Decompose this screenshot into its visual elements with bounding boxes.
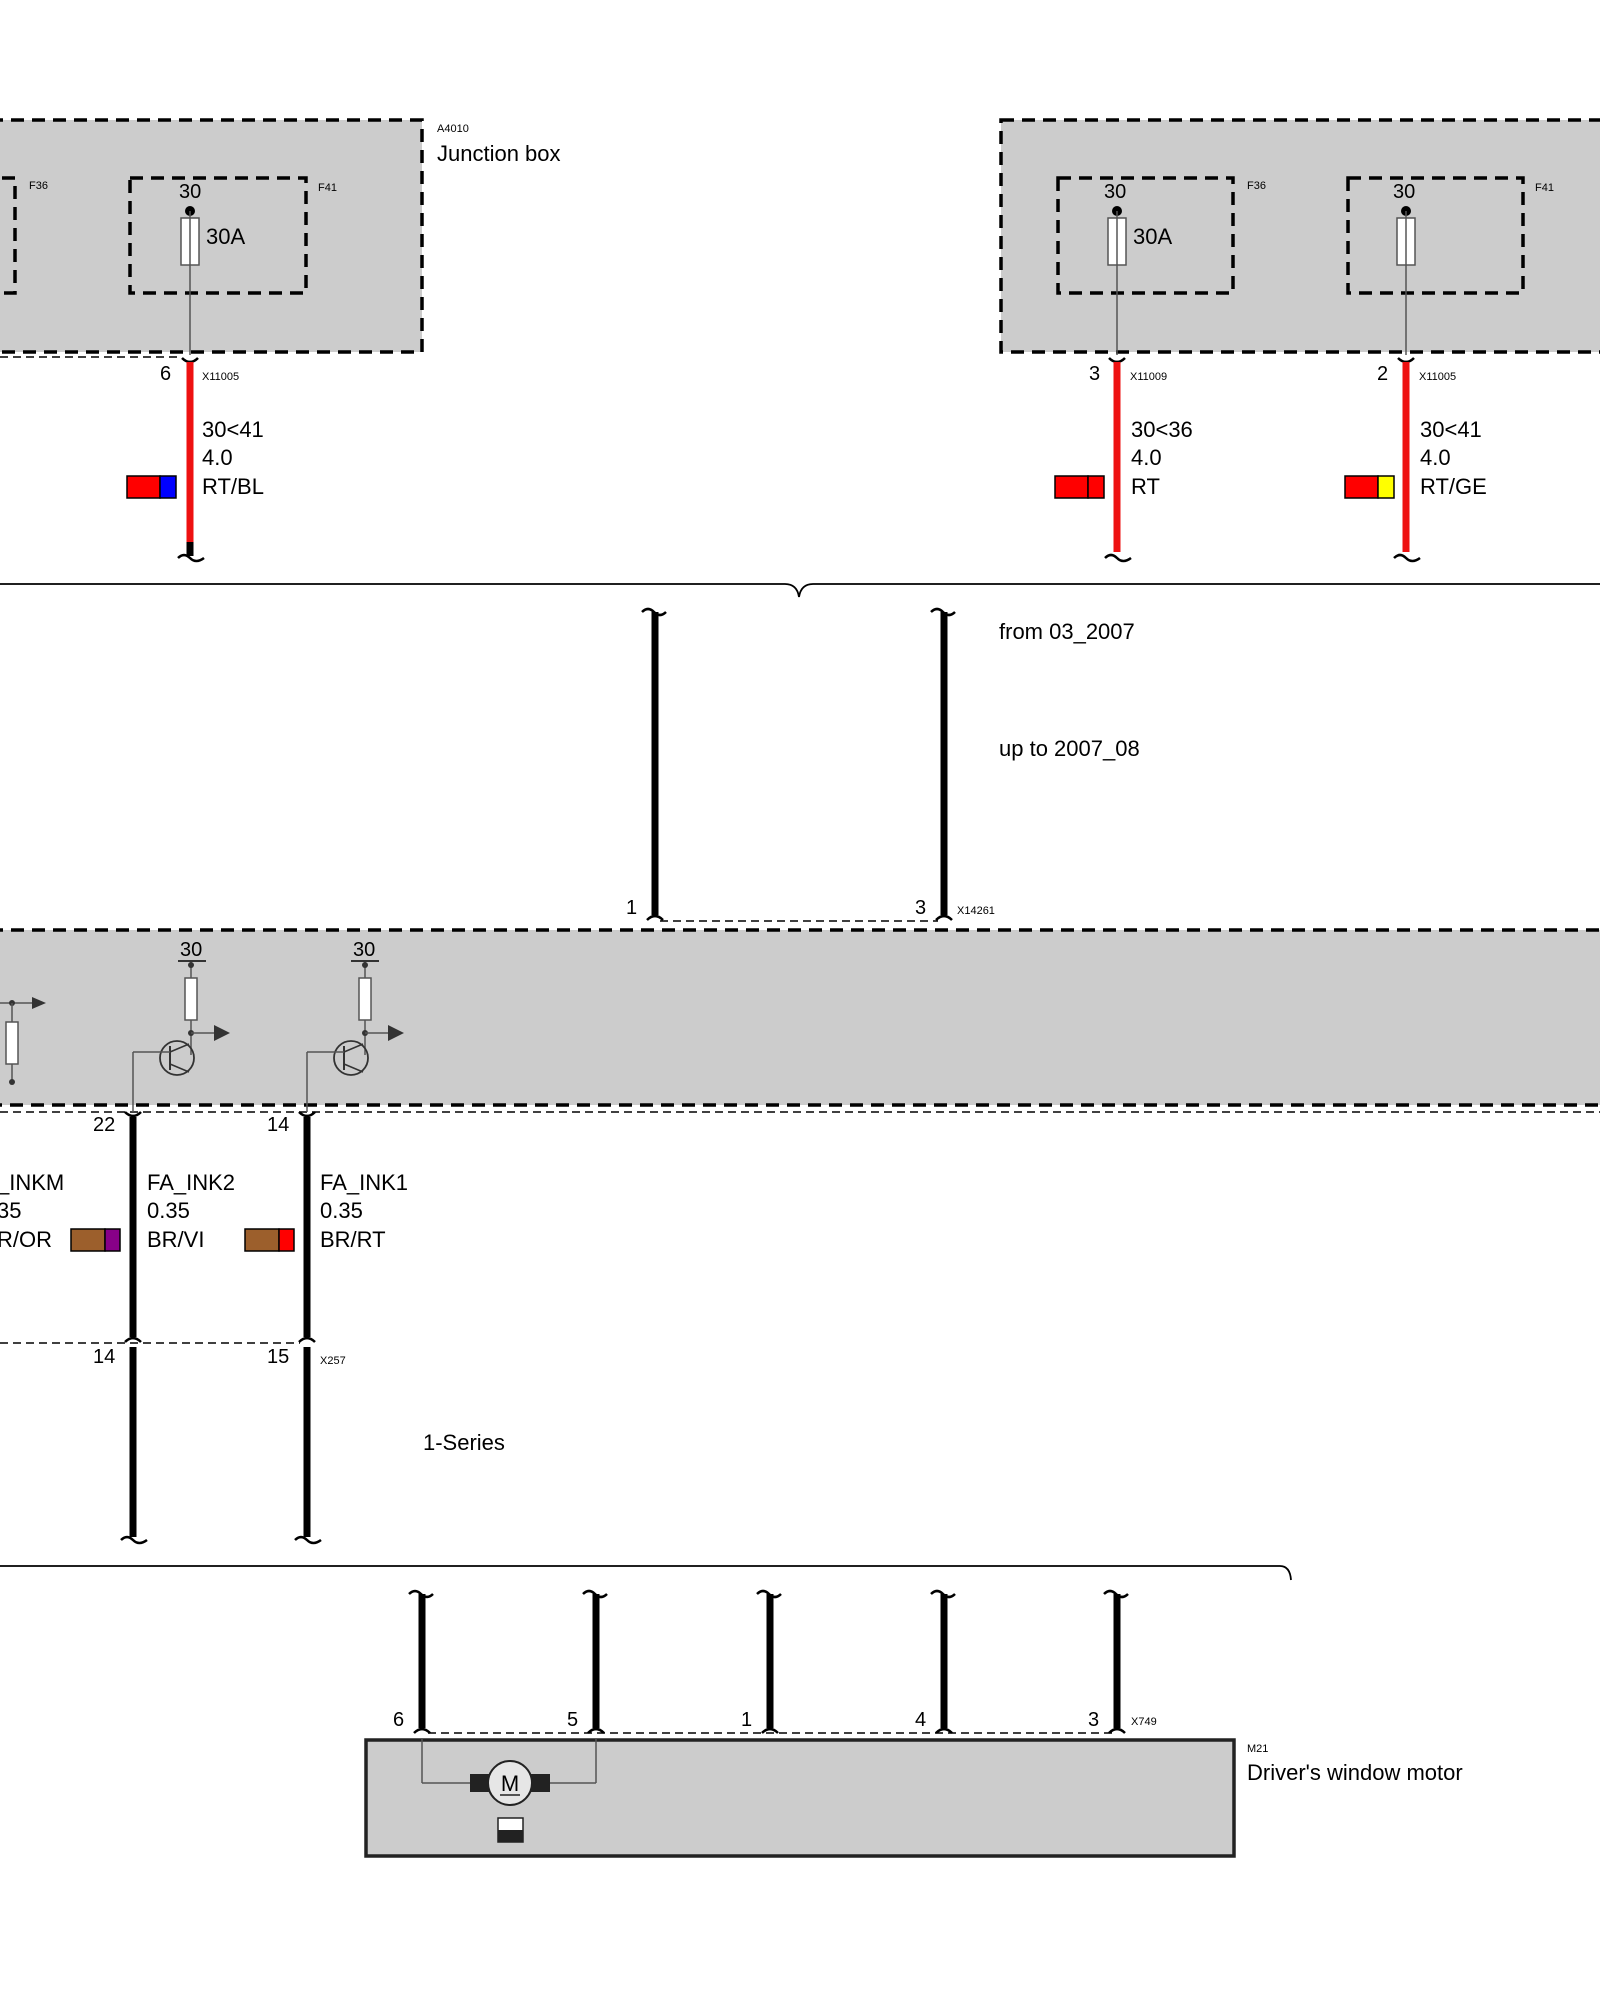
module-terminal: 30 bbox=[180, 939, 202, 961]
circuit-name: FA_INK2 bbox=[147, 1170, 235, 1195]
pin-number: 1 bbox=[741, 1709, 752, 1731]
variant-note-from: from 03_2007 bbox=[999, 619, 1135, 644]
pin-number: 14 bbox=[267, 1114, 289, 1136]
wire-gauge: 0.35 bbox=[320, 1198, 363, 1223]
fuse-f41-left: 30 30A bbox=[179, 181, 245, 355]
wire-color-code: RT/BL bbox=[202, 474, 264, 499]
wire-color-code: R/OR bbox=[0, 1227, 52, 1252]
junction-box-left bbox=[0, 118, 424, 358]
pin-number: 3 bbox=[915, 897, 926, 919]
svg-text:30<36: 30<36 bbox=[1131, 417, 1193, 442]
connector-id: X11005 bbox=[202, 371, 239, 383]
color-swatch bbox=[244, 1228, 280, 1252]
color-swatch bbox=[1344, 475, 1379, 499]
variant-brace-top bbox=[0, 583, 1600, 598]
wire-color-code: BR/VI bbox=[147, 1227, 204, 1252]
svg-text:RT/GE: RT/GE bbox=[1420, 474, 1487, 499]
wire-30-41-right: 2 X11005 30<41 4.0 RT/GE bbox=[1344, 357, 1487, 563]
wire-gauge: 0.35 bbox=[147, 1198, 190, 1223]
pin-number: 15 bbox=[267, 1346, 289, 1368]
junction-box-right bbox=[999, 118, 1600, 354]
circuit-name: 30<41 bbox=[202, 417, 264, 442]
connector-id: X14261 bbox=[957, 905, 995, 917]
wire-color-code: BR/RT bbox=[320, 1227, 386, 1252]
variant-brace-bottom bbox=[0, 1565, 1292, 1581]
wire-gauge: 4.0 bbox=[202, 445, 233, 470]
pin-number: 3 bbox=[1088, 1709, 1099, 1731]
connector-x257: 14 15 X257 bbox=[0, 1342, 346, 1368]
connector-id: X749 bbox=[1131, 1716, 1157, 1728]
control-module bbox=[0, 928, 1600, 1113]
svg-text:X11005: X11005 bbox=[1419, 371, 1456, 383]
wire-gauge: 35 bbox=[0, 1198, 21, 1223]
motor-symbol: M bbox=[501, 1771, 519, 1796]
svg-text:30: 30 bbox=[1393, 181, 1415, 203]
pin-number: 5 bbox=[567, 1709, 578, 1731]
circuit-name: _INKM bbox=[0, 1170, 64, 1195]
fuse-f41-right-ref: F41 bbox=[1535, 182, 1554, 194]
color-swatch bbox=[70, 1228, 106, 1252]
pin-number: 6 bbox=[393, 1709, 404, 1731]
series-note: 1-Series bbox=[423, 1430, 505, 1455]
motor-id: M21 bbox=[1247, 1743, 1268, 1755]
color-swatch bbox=[1054, 475, 1089, 499]
pin-number: 4 bbox=[915, 1709, 926, 1731]
connector-id: X257 bbox=[320, 1355, 346, 1367]
fuse-f41-right: 30 bbox=[1393, 181, 1416, 355]
motor-name: Driver's window motor bbox=[1247, 1760, 1463, 1785]
svg-text:RT: RT bbox=[1131, 474, 1160, 499]
driver-transistor-ink1: 30 bbox=[306, 939, 404, 1112]
driver-transistor-ink2: 30 bbox=[132, 939, 230, 1112]
junction-box-name: Junction box bbox=[437, 141, 561, 166]
variant-note-upto: up to 2007_08 bbox=[999, 736, 1140, 761]
junction-box-id: A4010 bbox=[437, 123, 469, 135]
svg-text:4.0: 4.0 bbox=[1131, 445, 1162, 470]
wire-fa-inkm-partial: _INKM 35 R/OR bbox=[0, 1170, 64, 1252]
wire-30-36-right: 3 X11009 30<36 4.0 RT bbox=[1054, 357, 1193, 563]
motor-wires: 6 5 1 4 3 X749 bbox=[393, 1589, 1157, 1734]
pullup-resistor-left bbox=[0, 997, 46, 1085]
fuse-f36-ref: F36 bbox=[29, 180, 48, 192]
svg-text:2: 2 bbox=[1377, 363, 1388, 385]
fuse-f36-right-ref: F36 bbox=[1247, 180, 1266, 192]
fuse-f36-right: 30 30A bbox=[1104, 181, 1172, 355]
fuse-f41-ref: F41 bbox=[318, 182, 337, 194]
fuse-terminal: 30 bbox=[179, 181, 201, 203]
pin-number: 6 bbox=[160, 363, 171, 385]
pin-number: 14 bbox=[93, 1346, 115, 1368]
module-terminal: 30 bbox=[353, 939, 375, 961]
pin-number: 22 bbox=[93, 1114, 115, 1136]
svg-text:4.0: 4.0 bbox=[1420, 445, 1451, 470]
svg-text:X11009: X11009 bbox=[1130, 371, 1167, 383]
svg-text:30<41: 30<41 bbox=[1420, 417, 1482, 442]
pin-number: 1 bbox=[626, 897, 637, 919]
wire-fa-ink2: 22 FA_INK2 0.35 BR/VI bbox=[70, 1111, 235, 1545]
svg-text:3: 3 bbox=[1089, 363, 1100, 385]
color-swatch bbox=[126, 475, 161, 499]
fuse-rating: 30A bbox=[206, 224, 245, 249]
wire-30-41-left: 6 X11005 30<41 4.0 RT/BL bbox=[126, 357, 264, 563]
variant-wires: 1 3 X14261 bbox=[626, 607, 995, 922]
circuit-name: FA_INK1 bbox=[320, 1170, 408, 1195]
motor-m21: M bbox=[364, 1738, 1236, 1858]
svg-text:30: 30 bbox=[1104, 181, 1126, 203]
wire-fa-ink1: 14 FA_INK1 0.35 BR/RT bbox=[244, 1111, 408, 1545]
svg-text:30A: 30A bbox=[1133, 224, 1172, 249]
